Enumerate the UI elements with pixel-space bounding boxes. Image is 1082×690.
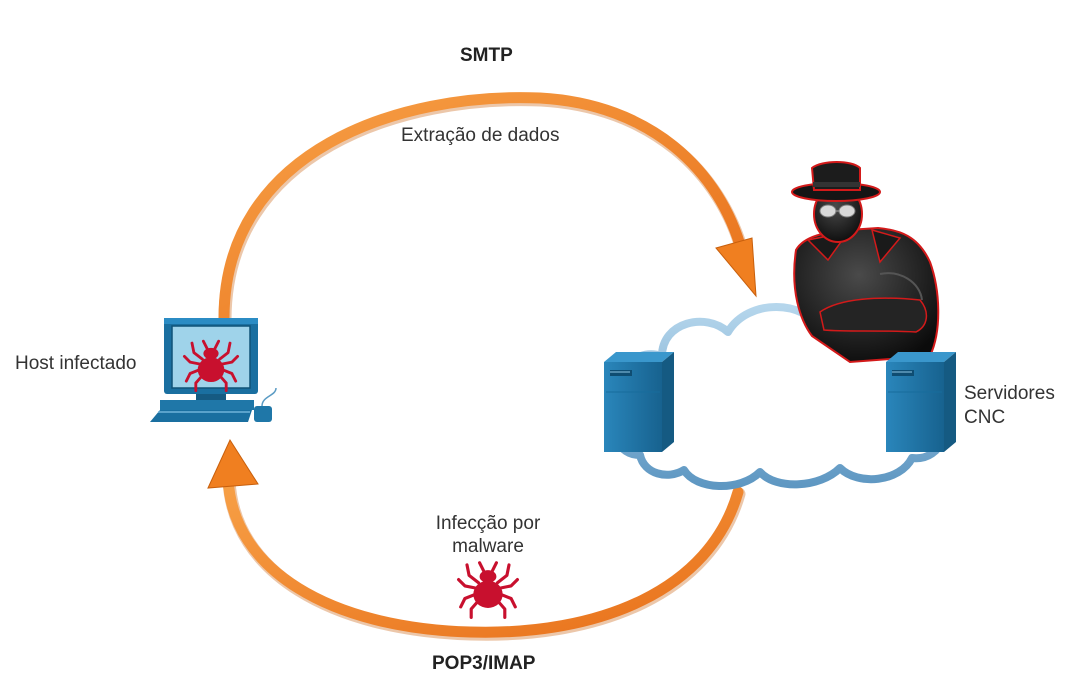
computer-icon [150, 318, 277, 422]
servers-label-line1: Servidores [964, 383, 1055, 404]
bottom-flow-label-line1: Infecção por [435, 513, 541, 534]
hacker-icon [791, 161, 940, 364]
top-flow-label: Extração de dados [401, 125, 560, 146]
exfiltration-arrow [218, 92, 757, 327]
bottom-flow-label-line2: malware [452, 536, 524, 557]
bottom-flow-label: Infecção por malware [422, 512, 554, 558]
infection-arrow [207, 438, 746, 641]
bottom-protocol-label: POP3/IMAP [432, 653, 536, 674]
top-protocol-label: SMTP [460, 45, 513, 66]
host-label: Host infectado [15, 353, 137, 374]
servers-label-line2: CNC [964, 407, 1006, 428]
bug-icon [457, 561, 519, 619]
server-icon [604, 352, 674, 452]
server-icon [886, 352, 956, 452]
servers-label: Servidores CNC [964, 382, 1055, 430]
